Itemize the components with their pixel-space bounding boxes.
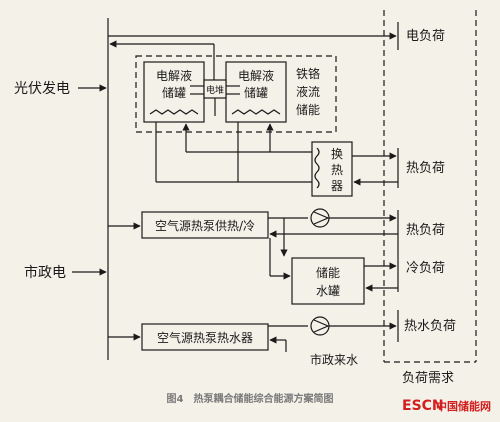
elec-load-label: 电负荷 xyxy=(406,29,445,44)
heat-pump-water-heater xyxy=(141,323,269,351)
cool-load-label: 冷负荷 xyxy=(406,261,445,276)
tank-right-line2: 储罐 xyxy=(244,85,268,100)
pv-label: 光伏发电 xyxy=(14,81,70,97)
tank-left-line2: 储罐 xyxy=(162,85,186,100)
figure-caption: 图4 热泵耦合储能综合能源方案简图 xyxy=(167,392,334,405)
storage-water-tank xyxy=(291,257,365,305)
flow-battery-group xyxy=(135,55,337,133)
water-heater-label: 空气源热泵热水器 xyxy=(157,330,253,345)
heat-exchanger-line2: 热 xyxy=(331,163,343,177)
tank-left-line1: 电解液 xyxy=(156,68,192,83)
tank-right-coil xyxy=(231,109,281,115)
heat-load-label-2: 热负荷 xyxy=(406,223,445,238)
escn-logo-site: 中国储能网 xyxy=(436,399,491,413)
flow-battery-line1: 铁铬 xyxy=(296,66,320,81)
heat-exchanger-line1: 换 xyxy=(331,147,343,161)
load-demand-label: 负荷需求 xyxy=(402,371,454,386)
city-water-label: 市政来水 xyxy=(310,352,358,367)
grid-label: 市政电 xyxy=(24,264,66,281)
tank-right-line1: 电解液 xyxy=(238,68,274,83)
pump-icon-1 xyxy=(310,208,330,228)
escn-logo-brand: ESCN xyxy=(402,398,444,414)
heat-exchanger-coil xyxy=(314,147,320,189)
heat-load-label-1: 热负荷 xyxy=(406,161,445,176)
hot-water-load-label: 热水负荷 xyxy=(404,319,456,334)
tank-left-coil xyxy=(149,109,199,115)
heat-pump-label: 空气源热泵供热/冷 xyxy=(155,218,255,233)
flow-battery-line3: 储能 xyxy=(296,102,320,117)
pump-icon-1-arrow xyxy=(313,211,330,225)
pump-icon-2 xyxy=(310,316,330,336)
flow-battery-line2: 液流 xyxy=(296,84,320,99)
stack-label: 电堆 xyxy=(206,84,224,96)
storage-tank-line1: 储能 xyxy=(316,265,340,280)
heat-exchanger-line3: 器 xyxy=(331,179,343,193)
heat-pump xyxy=(141,211,269,239)
storage-tank-line2: 水罐 xyxy=(316,284,340,298)
pump-icon-2-arrow xyxy=(313,319,330,333)
